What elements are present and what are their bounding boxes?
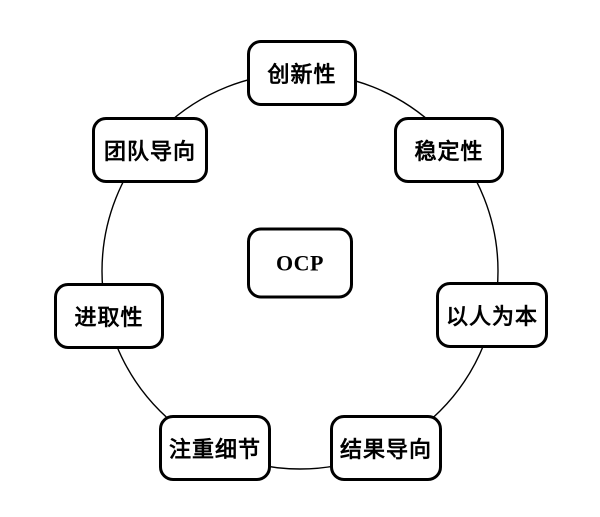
node-label: 以人为本 (445, 304, 538, 329)
node-label: 结果导向 (339, 437, 432, 462)
center-node-label: OCP (276, 250, 324, 275)
node-results-oriented: 结果导向 (330, 415, 442, 481)
node-label: 稳定性 (414, 139, 484, 164)
node-label: 注重细节 (168, 437, 261, 462)
node-team-oriented: 团队导向 (92, 117, 208, 183)
node-label: 团队导向 (103, 139, 196, 164)
node-enterprising: 进取性 (54, 283, 164, 349)
node-label: 进取性 (74, 305, 144, 330)
node-people-oriented: 以人为本 (436, 282, 548, 348)
node-label: 创新性 (267, 62, 337, 87)
node-stability: 稳定性 (394, 117, 504, 183)
center-node-ocp: OCP (247, 227, 353, 299)
node-detail-oriented: 注重细节 (159, 415, 271, 481)
node-innovation: 创新性 (247, 40, 357, 106)
